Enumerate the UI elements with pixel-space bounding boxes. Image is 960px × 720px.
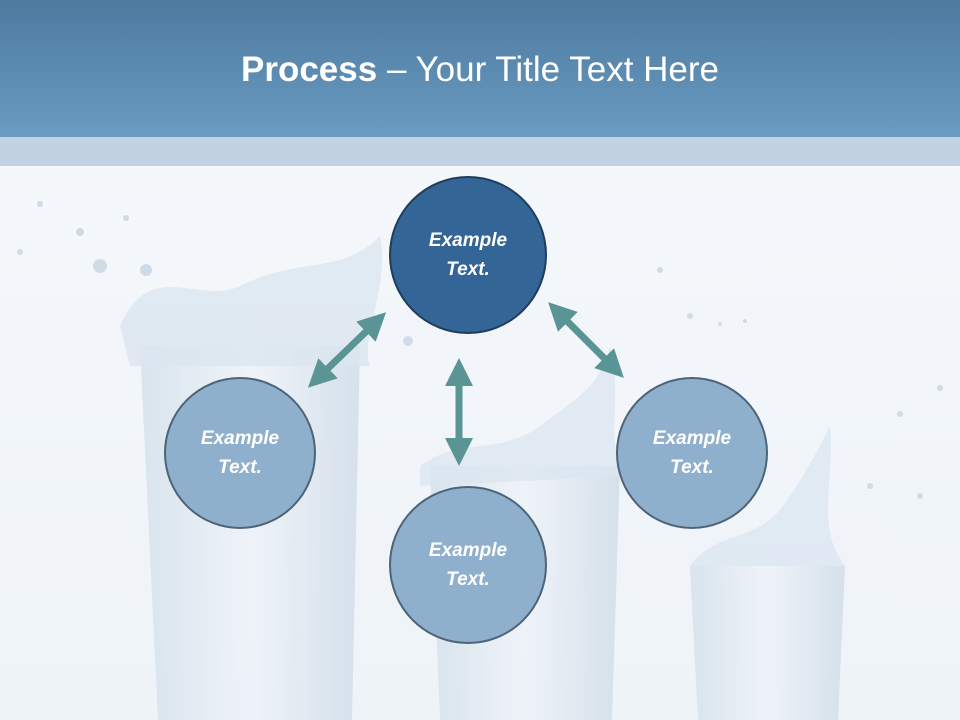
double-arrow-icon: [548, 302, 624, 378]
process-node-bottom: Example Text.: [389, 486, 547, 644]
node-label: Example Text.: [200, 428, 280, 478]
process-node-top: Example Text.: [389, 176, 547, 334]
node-label: Example Text.: [652, 428, 732, 478]
process-node-right: Example Text.: [616, 377, 768, 529]
node-label: Example Text.: [428, 540, 508, 590]
double-arrow-icon: [307, 312, 387, 388]
title-bold: Process: [241, 50, 378, 89]
node-label: Example Text.: [428, 230, 508, 280]
slide-title: Process – Your Title Text Here: [0, 50, 960, 90]
process-node-left: Example Text.: [164, 377, 316, 529]
title-rest: – Your Title Text Here: [377, 50, 719, 89]
title-divider-strip: [0, 137, 960, 166]
title-bar: [0, 0, 960, 137]
